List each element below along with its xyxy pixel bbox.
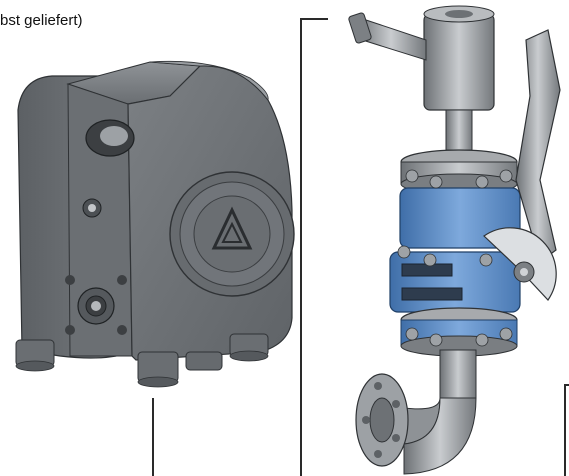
leader-line-valve-vertical	[300, 18, 302, 476]
leader-line-right-vertical	[564, 384, 566, 476]
leader-line-pump	[152, 398, 154, 476]
leader-line-right-horizontal	[564, 384, 569, 386]
leader-line-valve-horizontal	[300, 18, 328, 20]
figure-caption-fragment: bst geliefert)	[0, 12, 83, 29]
warning-triangle-icon	[211, 206, 253, 250]
